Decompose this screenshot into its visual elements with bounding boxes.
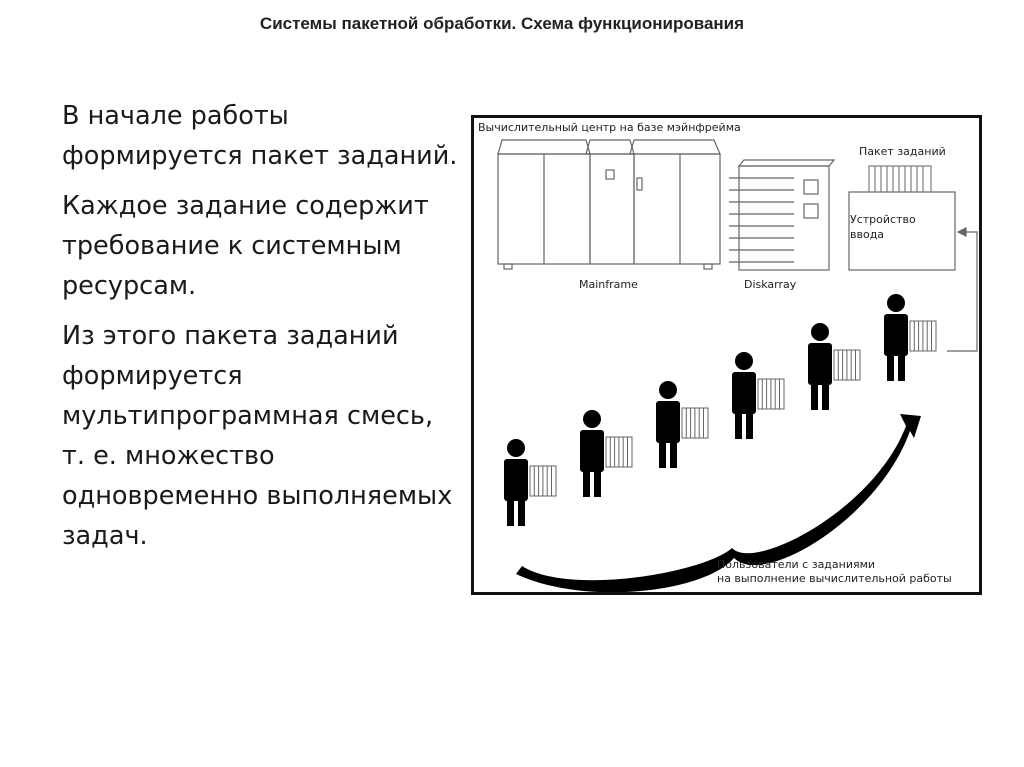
paragraph-batch-formed: В начале работы формируется пакет задани… bbox=[62, 101, 458, 171]
job-batch-icon bbox=[868, 165, 932, 193]
slide-title: Системы пакетной обработки. Схема функци… bbox=[259, 14, 745, 33]
diagram-drawing bbox=[497, 139, 978, 592]
batch-processing-diagram: Вычислительный центр на базе мэйнфрейма … bbox=[471, 115, 982, 595]
user-with-jobs-icon bbox=[732, 352, 785, 439]
user-with-jobs-icon bbox=[504, 439, 557, 526]
user-with-jobs-icon bbox=[884, 294, 937, 381]
body-text: В начале работы формируется пакет задани… bbox=[62, 96, 462, 566]
job-batch-label: Пакет заданий bbox=[859, 145, 946, 158]
paragraph-multiprogram-mix: Из этого пакета заданий формируется муль… bbox=[62, 321, 453, 551]
users-caption-line1: Пользователи с заданиями bbox=[717, 558, 876, 571]
input-device-box bbox=[848, 191, 956, 271]
input-device-label-line2: ввода bbox=[850, 228, 885, 241]
users-group bbox=[504, 294, 937, 526]
user-with-jobs-icon bbox=[656, 381, 709, 468]
user-with-jobs-icon bbox=[808, 323, 861, 410]
feed-arrow-icon bbox=[947, 227, 978, 352]
mainframe-icon bbox=[497, 139, 721, 270]
input-device-label-line1: Устройство bbox=[850, 213, 916, 226]
user-with-jobs-icon bbox=[580, 410, 633, 497]
mainframe-label: Mainframe bbox=[579, 278, 638, 291]
computing-center-label: Вычислительный центр на базе мэйнфрейма bbox=[478, 121, 741, 134]
users-caption-line2: на выполнение вычислительной работы bbox=[717, 572, 952, 585]
diskarray-icon bbox=[729, 159, 836, 271]
paragraph-task-requirements: Каждое задание содержит требование к сис… bbox=[62, 191, 429, 301]
diskarray-label: Diskarray bbox=[744, 278, 797, 291]
